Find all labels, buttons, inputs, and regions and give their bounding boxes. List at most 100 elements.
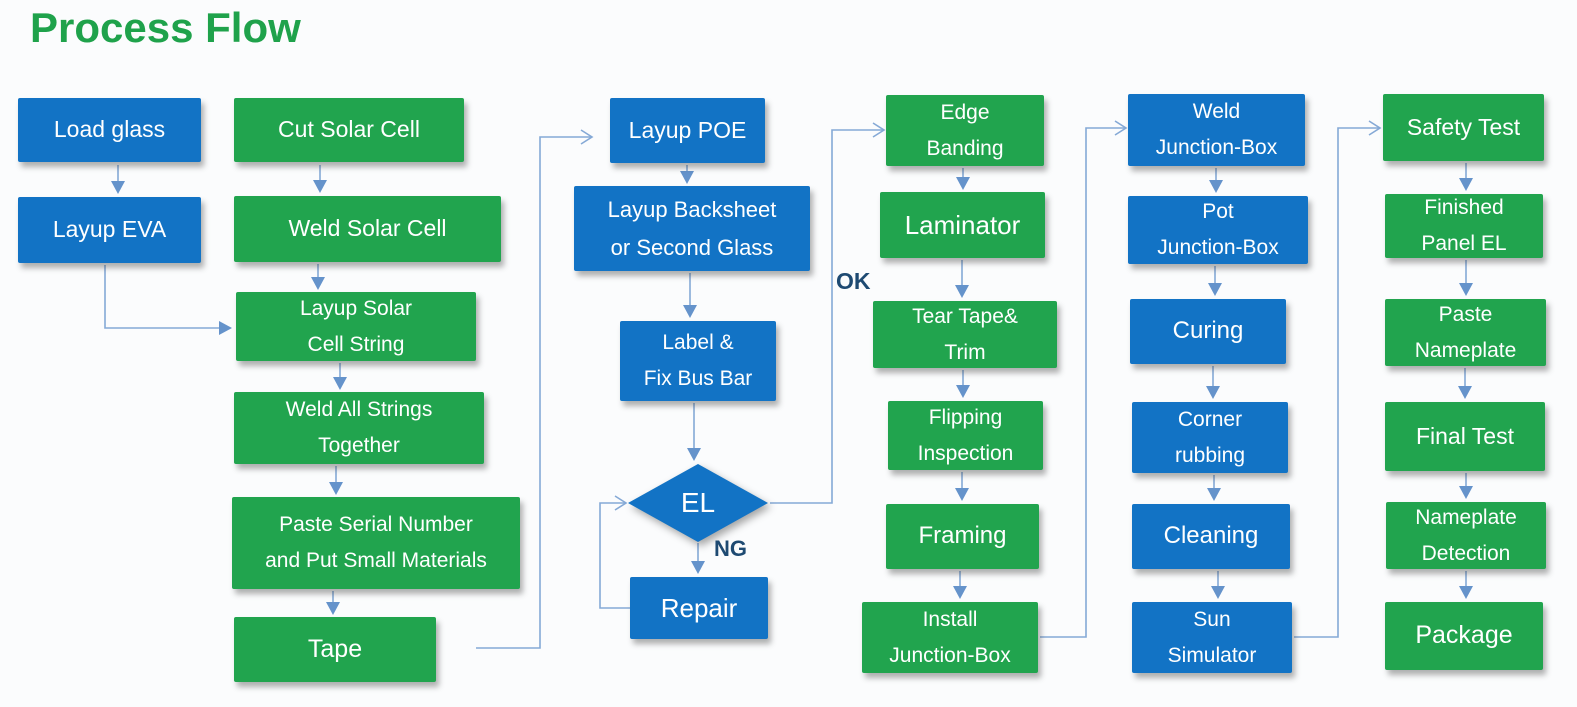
edge-final-test-to-nameplate-detection [1459, 473, 1473, 499]
node-label: Safety Test [1406, 113, 1521, 140]
node-label: Framing [918, 522, 1007, 550]
node-final-test: Final Test [1385, 402, 1545, 471]
node-load-glass: Load glass [18, 98, 201, 162]
arrowhead-icon [1209, 180, 1223, 193]
arrowhead-icon [953, 586, 967, 599]
edge-pot-jb-to-curing [1208, 266, 1222, 296]
edge-tear-tape-to-flipping [956, 370, 970, 398]
node-layup-poe: Layup POE [610, 98, 765, 163]
arrowhead-icon [1459, 486, 1473, 499]
edge-edge-banding-to-laminator [956, 168, 970, 190]
node-label: Laminator [904, 209, 1021, 240]
arrowhead-icon [111, 181, 125, 194]
node-tape: Tape [234, 617, 436, 682]
edge-curing-to-corner-rubbing [1206, 366, 1220, 399]
node-layup-eva: Layup EVA [18, 197, 201, 263]
node-label: Tape [307, 634, 363, 663]
connector-line [1040, 127, 1126, 638]
edge-finished-panel-el-to-paste-nameplate [1459, 260, 1473, 296]
edge-laminator-to-tear-tape [955, 260, 969, 298]
edge-install-jb-to-weld-jb [1040, 120, 1128, 638]
arrowhead-icon [1458, 386, 1472, 399]
node-label: Load glass [53, 116, 166, 143]
edge-el-to-repair [691, 543, 705, 574]
arrowhead-icon [311, 277, 325, 290]
node-cleaning: Cleaning [1132, 504, 1290, 569]
arrowhead-icon [580, 129, 594, 145]
arrowhead-icon [1114, 120, 1128, 136]
edge-framing-to-install-jb [953, 571, 967, 599]
arrowhead-icon [1211, 586, 1225, 599]
node-package: Package [1385, 602, 1543, 670]
edge-backsheet-to-label-fix-bus-bar [683, 273, 697, 318]
arrowhead-icon [1368, 120, 1382, 136]
arrowhead-icon [219, 321, 232, 335]
arrowhead-icon [872, 122, 886, 138]
arrowhead-icon [326, 602, 340, 615]
arrowhead-icon [313, 180, 327, 193]
arrowhead-icon [333, 377, 347, 390]
edge-el-ok-to-edge-banding [770, 122, 886, 504]
arrowhead-icon [956, 385, 970, 398]
arrowhead-icon [1459, 283, 1473, 296]
node-cut-solar-cell: Cut Solar Cell [234, 98, 464, 162]
node-label: Final Test [1415, 422, 1514, 449]
arrowhead-icon [956, 177, 970, 190]
node-label: Repair [660, 592, 738, 623]
edge-layup-eva-to-layup-string [104, 265, 232, 335]
edge-layup-string-to-weld-all-strings [333, 363, 347, 390]
edge-repair-to-el-loop [599, 495, 630, 609]
arrowhead-icon [955, 285, 969, 298]
edge-label-ok: OK [836, 268, 871, 294]
arrowhead-icon [683, 305, 697, 318]
arrowhead-icon [1208, 283, 1222, 296]
node-label: Weld Solar Cell [288, 215, 447, 242]
arrowhead-icon [1207, 488, 1221, 501]
node-label: Tear Tape&Trim [912, 304, 1018, 364]
node-curing: Curing [1130, 299, 1286, 364]
arrowhead-icon [680, 171, 694, 184]
node-label: Layup EVA [52, 216, 167, 243]
connector-line [476, 136, 592, 649]
node-label: Layup POE [628, 116, 747, 143]
edge-corner-rubbing-to-cleaning [1207, 475, 1221, 501]
arrowhead-icon [691, 561, 705, 574]
page-title: Process Flow [30, 4, 301, 51]
edge-paste-nameplate-to-final-test [1458, 368, 1472, 399]
node-el-decision: EL [628, 464, 768, 542]
node-laminator: Laminator [880, 192, 1045, 258]
edge-tape-to-layup-poe [476, 129, 594, 649]
node-repair: Repair [630, 577, 768, 639]
edge-layup-poe-to-backsheet [680, 165, 694, 184]
edge-weld-jb-to-pot-jb [1209, 168, 1223, 193]
edge-label-ng: NG [714, 536, 747, 561]
node-framing: Framing [886, 504, 1039, 569]
node-tear-tape-trim: Tear Tape&Trim [873, 301, 1057, 368]
connector-line [104, 265, 221, 329]
arrowhead-icon [614, 495, 628, 511]
connector-line [599, 502, 630, 609]
edge-label-fix-bus-bar-to-el [687, 403, 701, 461]
node-safety-test: Safety Test [1383, 94, 1544, 161]
